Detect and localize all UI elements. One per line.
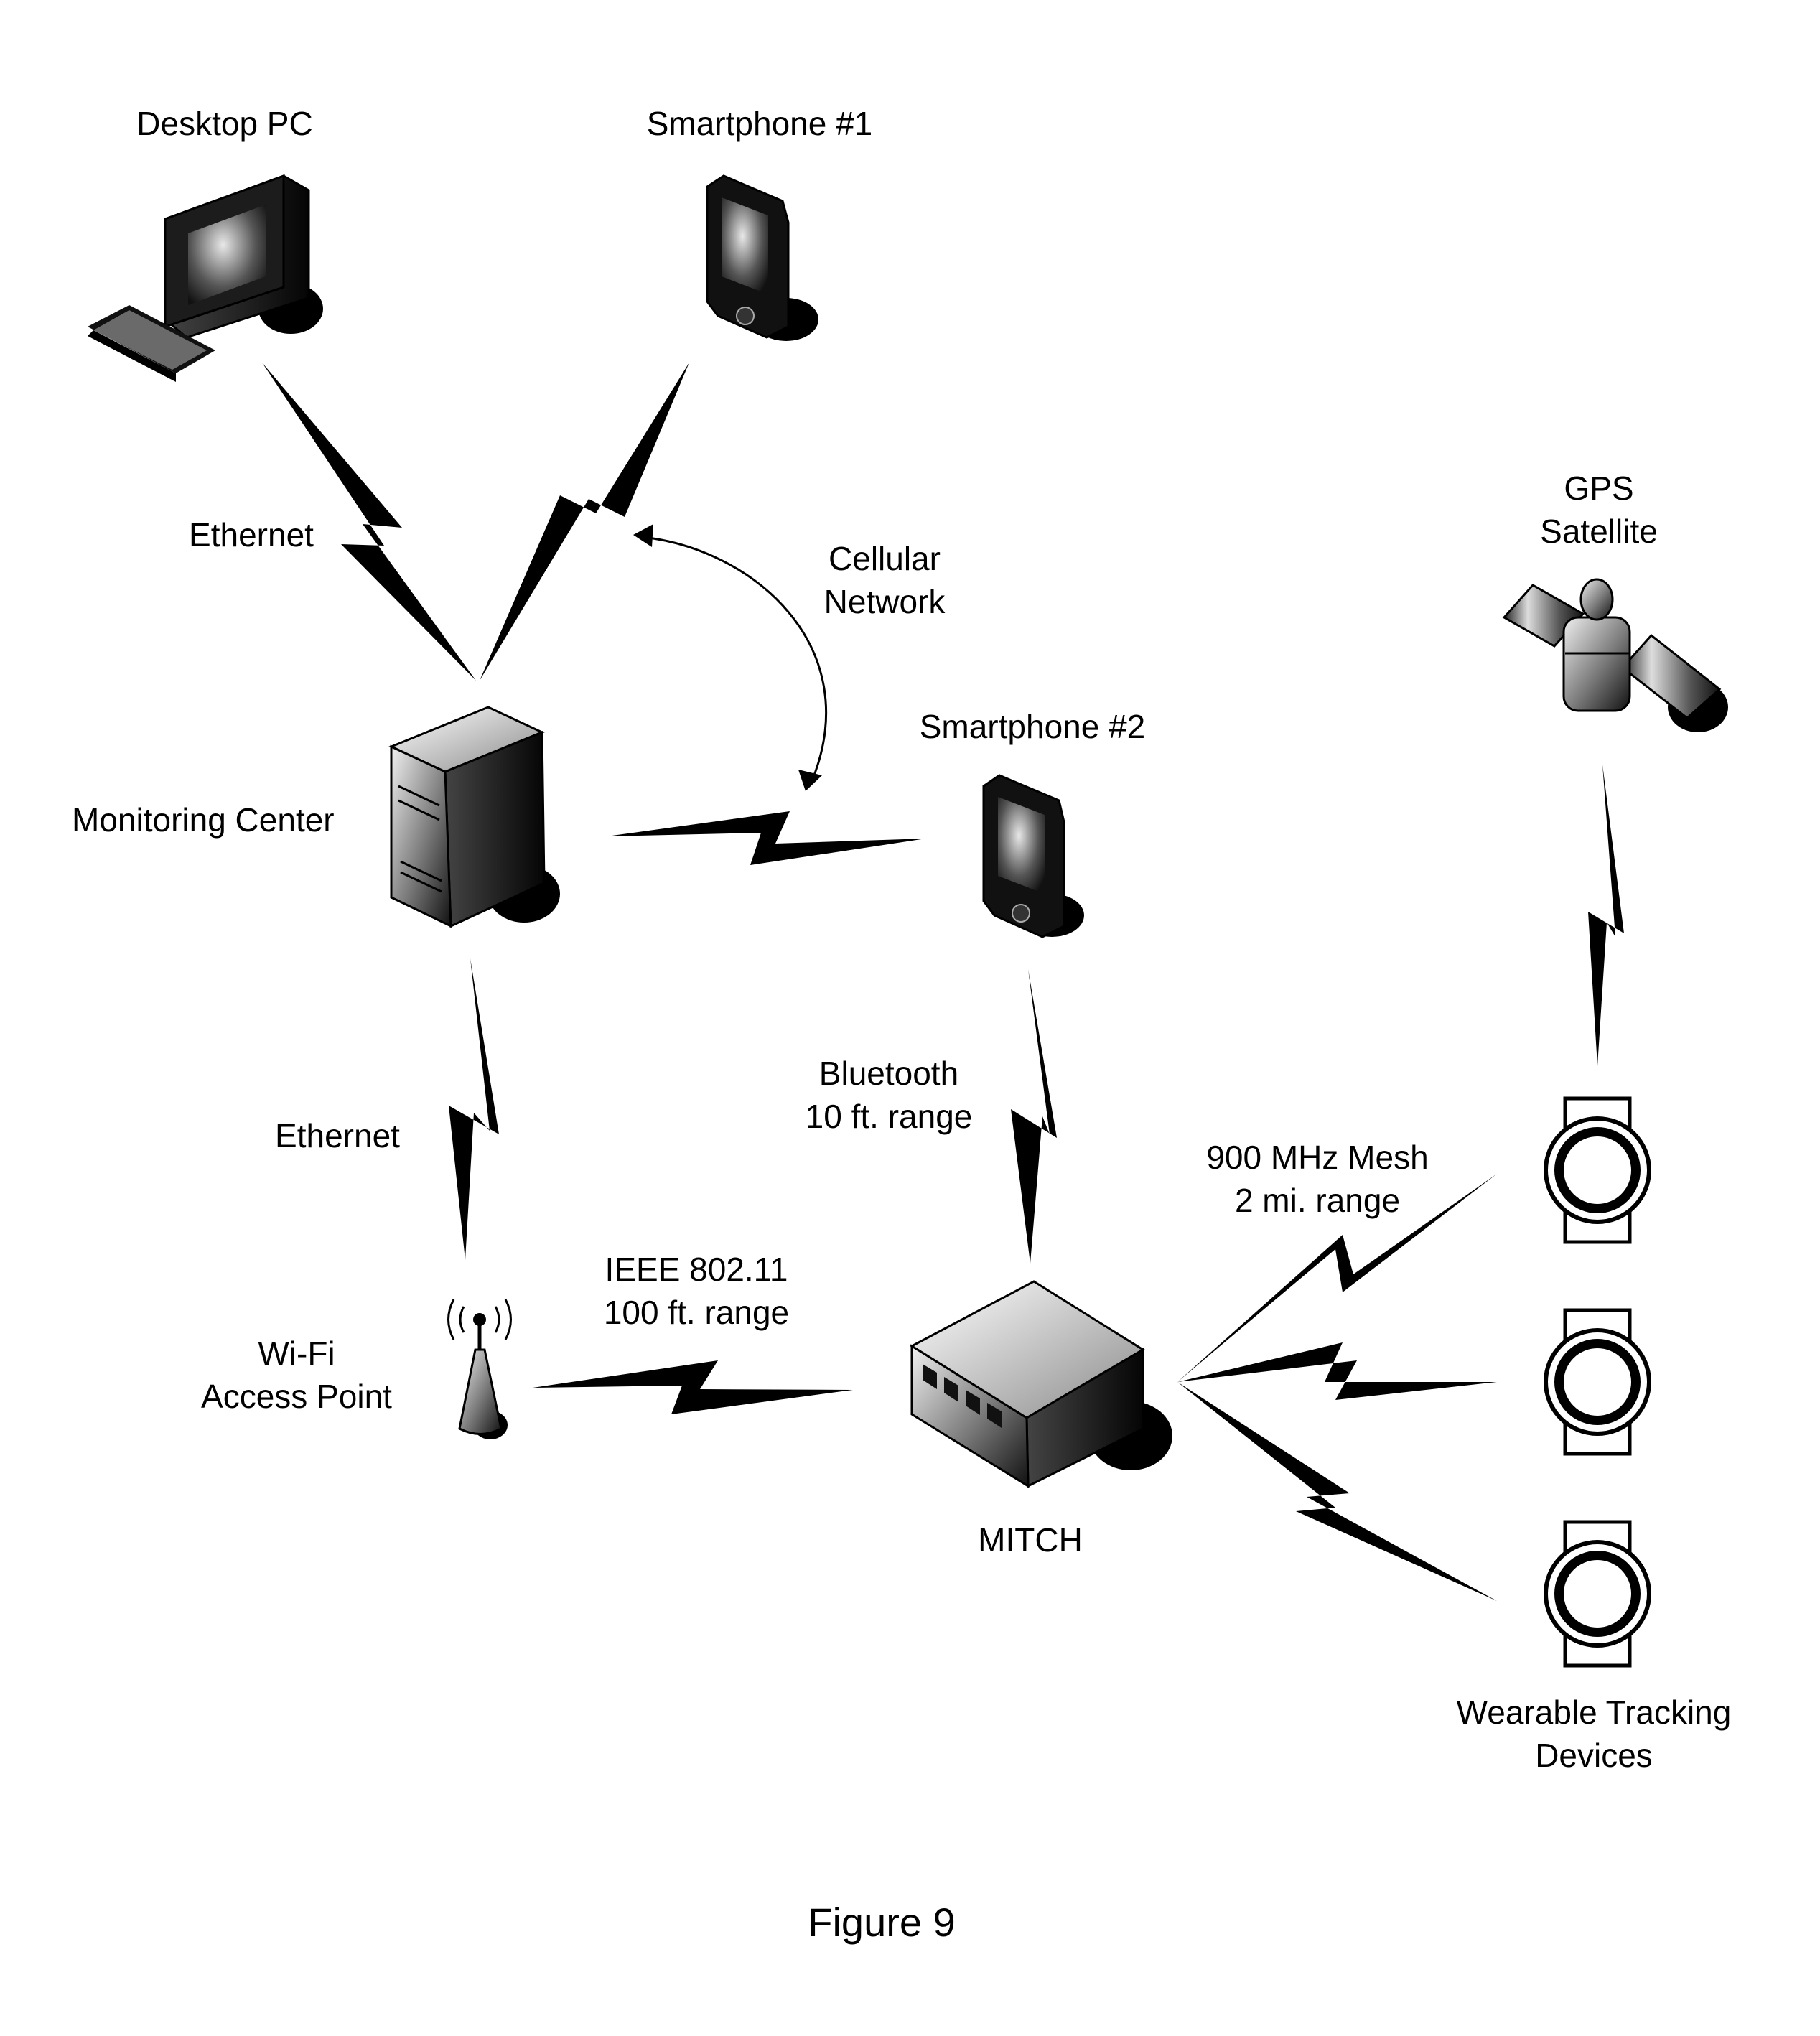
gps-satellite-icon [1504, 579, 1728, 732]
cellular-label-line2: Network [824, 580, 946, 623]
ieee-label-line1: IEEE 802.11 [604, 1248, 789, 1291]
smartphone-1-icon [707, 176, 818, 341]
wifi-ethernet-label: Ethernet [275, 1114, 400, 1157]
cellular-label-line1: Cellular [824, 537, 946, 580]
link-smartphone2-mitch-bluetooth [1011, 969, 1057, 1264]
mesh-900mhz-label: 900 MHz Mesh 2 mi. range [1206, 1136, 1428, 1222]
gps-satellite-label-line2: Satellite [1540, 510, 1658, 553]
bluetooth-label-line2: 10 ft. range [806, 1095, 973, 1138]
arc-arrowhead-up [633, 524, 653, 547]
wearable-tracking-devices-label: Wearable Tracking Devices [1457, 1691, 1732, 1777]
arc-arrowhead-down [798, 770, 822, 791]
smartphone-2-icon [984, 775, 1084, 937]
bluetooth-label-line1: Bluetooth [806, 1052, 973, 1095]
desktop-ethernet-label: Ethernet [189, 513, 314, 556]
wearable-label-line2: Devices [1457, 1734, 1732, 1777]
monitoring-center-server-icon [391, 707, 560, 926]
cellular-network-label: Cellular Network [824, 537, 946, 623]
wifi-access-point-label: Wi-Fi Access Point [201, 1332, 392, 1418]
mesh-label-line2: 2 mi. range [1206, 1179, 1428, 1222]
wearable-label-line1: Wearable Tracking [1457, 1691, 1732, 1734]
gps-satellite-label: GPS Satellite [1540, 467, 1658, 553]
desktop-pc-label: Desktop PC [136, 102, 312, 145]
ieee-80211-label: IEEE 802.11 100 ft. range [604, 1248, 789, 1334]
gps-satellite-label-line1: GPS [1540, 467, 1658, 510]
smartphone-2-label: Smartphone #2 [920, 705, 1146, 748]
bluetooth-label: Bluetooth 10 ft. range [806, 1052, 973, 1138]
mesh-label-line1: 900 MHz Mesh [1206, 1136, 1428, 1179]
wifi-access-point-label-line2: Access Point [201, 1375, 392, 1418]
mitch-device-icon [912, 1281, 1172, 1486]
link-gps-wearable [1588, 765, 1624, 1066]
cellular-network-arc [633, 524, 826, 791]
desktop-pc-icon [88, 176, 323, 382]
link-mitch-wearable-2 [1177, 1342, 1497, 1400]
wearable-device-2-icon [1546, 1310, 1649, 1454]
mitch-label: MITCH [978, 1518, 1083, 1561]
wifi-access-point-icon [449, 1299, 511, 1439]
ieee-label-line2: 100 ft. range [604, 1291, 789, 1334]
wearable-device-3-icon [1546, 1522, 1649, 1666]
link-wifi-mitch-ieee [533, 1360, 853, 1414]
link-smartphone1-cellular [480, 363, 689, 681]
smartphone-1-label: Smartphone #1 [647, 102, 873, 145]
link-monitoring-wifi-ethernet [449, 958, 499, 1260]
link-monitoring-smartphone2 [607, 811, 926, 865]
wearable-device-1-icon [1546, 1098, 1649, 1242]
figure-caption: Figure 9 [808, 1901, 955, 1944]
wifi-access-point-label-line1: Wi-Fi [201, 1332, 392, 1375]
link-mitch-wearable-3 [1177, 1382, 1497, 1601]
monitoring-center-label: Monitoring Center [72, 798, 335, 841]
